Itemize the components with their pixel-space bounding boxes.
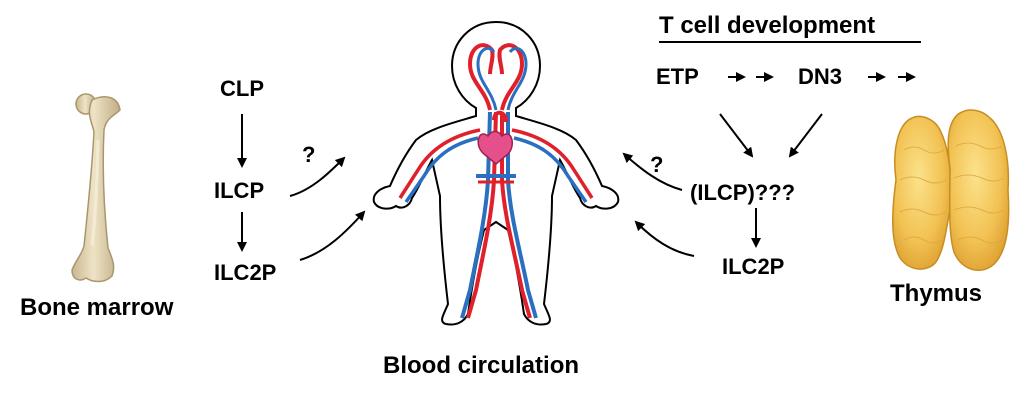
femur-bone-image (71, 93, 121, 283)
bone-marrow-arrows (237, 114, 366, 261)
question-mark-left: ? (302, 142, 316, 167)
question-mark-right: ? (650, 152, 664, 177)
blood-circulation-label: Blood circulation (383, 352, 580, 379)
arrow-dn3-to-ilcp (788, 113, 823, 158)
thymus-label: Thymus (890, 280, 983, 307)
t-cell-development-title: T cell development (659, 12, 876, 39)
arrow-ilcp-to-blood (289, 156, 346, 197)
arrow-etp-to-ilcp (719, 113, 754, 158)
ilcp-label-bone-marrow: ILCP (214, 178, 265, 203)
ilc2p-label-thymus: ILC2P (722, 254, 785, 279)
ilcp-label-thymus: (ILCP)??? (690, 180, 796, 205)
thymus-organ-image (891, 109, 1010, 272)
arrow-ilc2p-to-blood-right (634, 220, 695, 257)
ilc2p-label-bone-marrow: ILC2P (214, 260, 277, 285)
clp-label: CLP (220, 76, 264, 101)
etp-label: ETP (656, 64, 699, 89)
bone-marrow-label: Bone marrow (20, 294, 174, 321)
dn3-label: DN3 (798, 64, 843, 89)
arrow-ilc2p-to-blood (299, 210, 366, 261)
arrow-ilcp-to-blood-right (622, 152, 683, 191)
heart-icon (477, 130, 514, 165)
human-body-illustration (372, 20, 620, 326)
thymus-arrows (622, 72, 916, 257)
